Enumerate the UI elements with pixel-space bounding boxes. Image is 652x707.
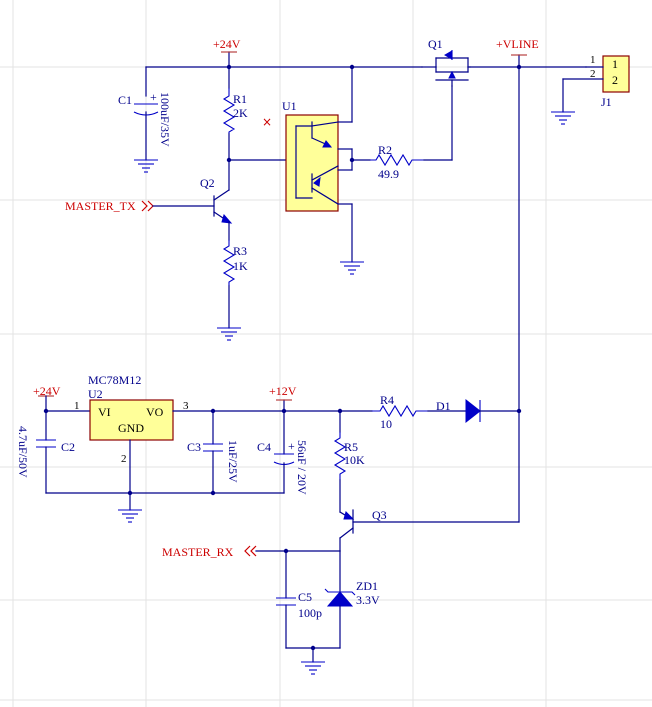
ground-symbol-zd1 xyxy=(285,647,341,675)
net-port-master-tx: MASTER_TX xyxy=(65,199,215,213)
ground-symbol-j1 xyxy=(551,111,575,125)
zener-ref: ZD1 xyxy=(356,579,378,593)
mosfet-ref: Q1 xyxy=(428,37,443,51)
pin-number: 2 xyxy=(590,68,596,80)
resistor-ref: R5 xyxy=(344,440,358,454)
net-label: MASTER_RX xyxy=(162,545,234,559)
resistor-ref: R4 xyxy=(380,393,394,407)
capacitor-ref: C3 xyxy=(187,440,201,454)
polarity-mark: + xyxy=(150,90,157,104)
ground-symbol-u2 xyxy=(118,509,142,523)
resistor-ref: R1 xyxy=(233,92,247,106)
capacitor-value: 4.7uF/50V xyxy=(16,426,30,478)
resistor-r3: R3 1K xyxy=(222,240,248,329)
resistor-value: 10K xyxy=(344,453,365,467)
capacitor-c1: + C1 100uF/35V xyxy=(118,90,172,161)
capacitor-value: 1uF/25V xyxy=(226,440,240,483)
resistor-r5: R5 10K xyxy=(333,410,365,513)
chip-ref: U1 xyxy=(282,99,297,113)
transistor-ref: Q2 xyxy=(200,176,215,190)
pin-name: VO xyxy=(146,405,164,419)
power-port-label: +24V xyxy=(33,384,61,398)
pin-label: 2 xyxy=(612,73,618,87)
capacitor-ref: C4 xyxy=(257,440,271,454)
zener-zd1: ZD1 3.3V xyxy=(324,550,380,649)
power-port-24v-top: +24V xyxy=(213,37,241,53)
wire-u1-right xyxy=(351,148,371,263)
polarity-mark: + xyxy=(288,439,295,453)
zener-value: 3.3V xyxy=(356,593,380,607)
transistor-q2: Q2 xyxy=(200,176,233,241)
capacitor-ref: C2 xyxy=(61,440,75,454)
pin-number: 1 xyxy=(590,54,596,66)
ground-symbol-c1 xyxy=(134,159,158,173)
chip-ref: U2 xyxy=(88,387,103,401)
pin-number: 2 xyxy=(121,453,127,465)
capacitor-value: 56uF / 20V xyxy=(295,440,309,495)
capacitor-ref: C1 xyxy=(118,93,132,107)
pin-number: 1 xyxy=(74,400,80,412)
resistor-r4: R4 10 xyxy=(372,393,467,431)
chip-part: MC78M12 xyxy=(88,373,141,387)
ground-symbol-u1 xyxy=(340,261,364,275)
power-port-label: +24V xyxy=(213,37,241,51)
power-port-24v-reg: +24V xyxy=(33,384,61,398)
capacitor-c5: C5 100p xyxy=(276,550,322,649)
optocoupler-u1: U1 × xyxy=(262,99,353,212)
capacitor-ref: C5 xyxy=(298,590,312,604)
pin-number: 3 xyxy=(183,400,189,412)
resistor-value: 49.9 xyxy=(378,167,399,181)
capacitor-c4: + C4 56uF / 20V xyxy=(257,410,309,495)
transistor-q3: Q3 xyxy=(339,410,520,552)
connector-ref: J1 xyxy=(601,95,612,109)
connector-j1: 1 2 1 2 J1 xyxy=(562,54,630,113)
resistor-r2: R2 49.9 xyxy=(370,85,453,181)
no-connect-icon: × xyxy=(262,115,272,129)
power-port-label: +12V xyxy=(269,384,297,398)
resistor-value: 10 xyxy=(380,417,392,431)
diode-d1: D1 xyxy=(436,398,520,424)
capacitor-value: 100uF/35V xyxy=(158,92,172,147)
pin-name: GND xyxy=(118,421,144,435)
resistor-ref: R2 xyxy=(378,143,392,157)
capacitor-c2: C2 4.7uF/50V xyxy=(16,426,75,494)
regulator-u2: MC78M12 U2 VI VO GND 1 3 2 xyxy=(74,373,189,511)
resistor-value: 1K xyxy=(233,259,248,273)
pin-name: VI xyxy=(98,405,111,419)
power-port-12v: +12V xyxy=(269,384,297,401)
top-rail-wires xyxy=(145,51,587,412)
junction-dots-top xyxy=(226,64,522,163)
power-port-vline: +VLINE xyxy=(496,37,539,56)
capacitor-value: 100p xyxy=(298,606,322,620)
resistor-value: 2K xyxy=(233,106,248,120)
power-port-label: +VLINE xyxy=(496,37,539,51)
capacitor-c3: C3 1uF/25V xyxy=(187,410,240,494)
pin-label: 1 xyxy=(612,57,618,71)
mosfet-q1: Q1 xyxy=(421,37,471,87)
net-label: MASTER_TX xyxy=(65,199,136,213)
resistor-r1: R1 2K xyxy=(222,88,248,191)
ground-symbol-r3 xyxy=(217,327,241,341)
diode-ref: D1 xyxy=(436,399,451,413)
transistor-ref: Q3 xyxy=(372,508,387,522)
net-port-master-rx: MASTER_RX xyxy=(162,545,341,559)
resistor-ref: R3 xyxy=(233,244,247,258)
junction-dots-bottom xyxy=(43,408,522,651)
